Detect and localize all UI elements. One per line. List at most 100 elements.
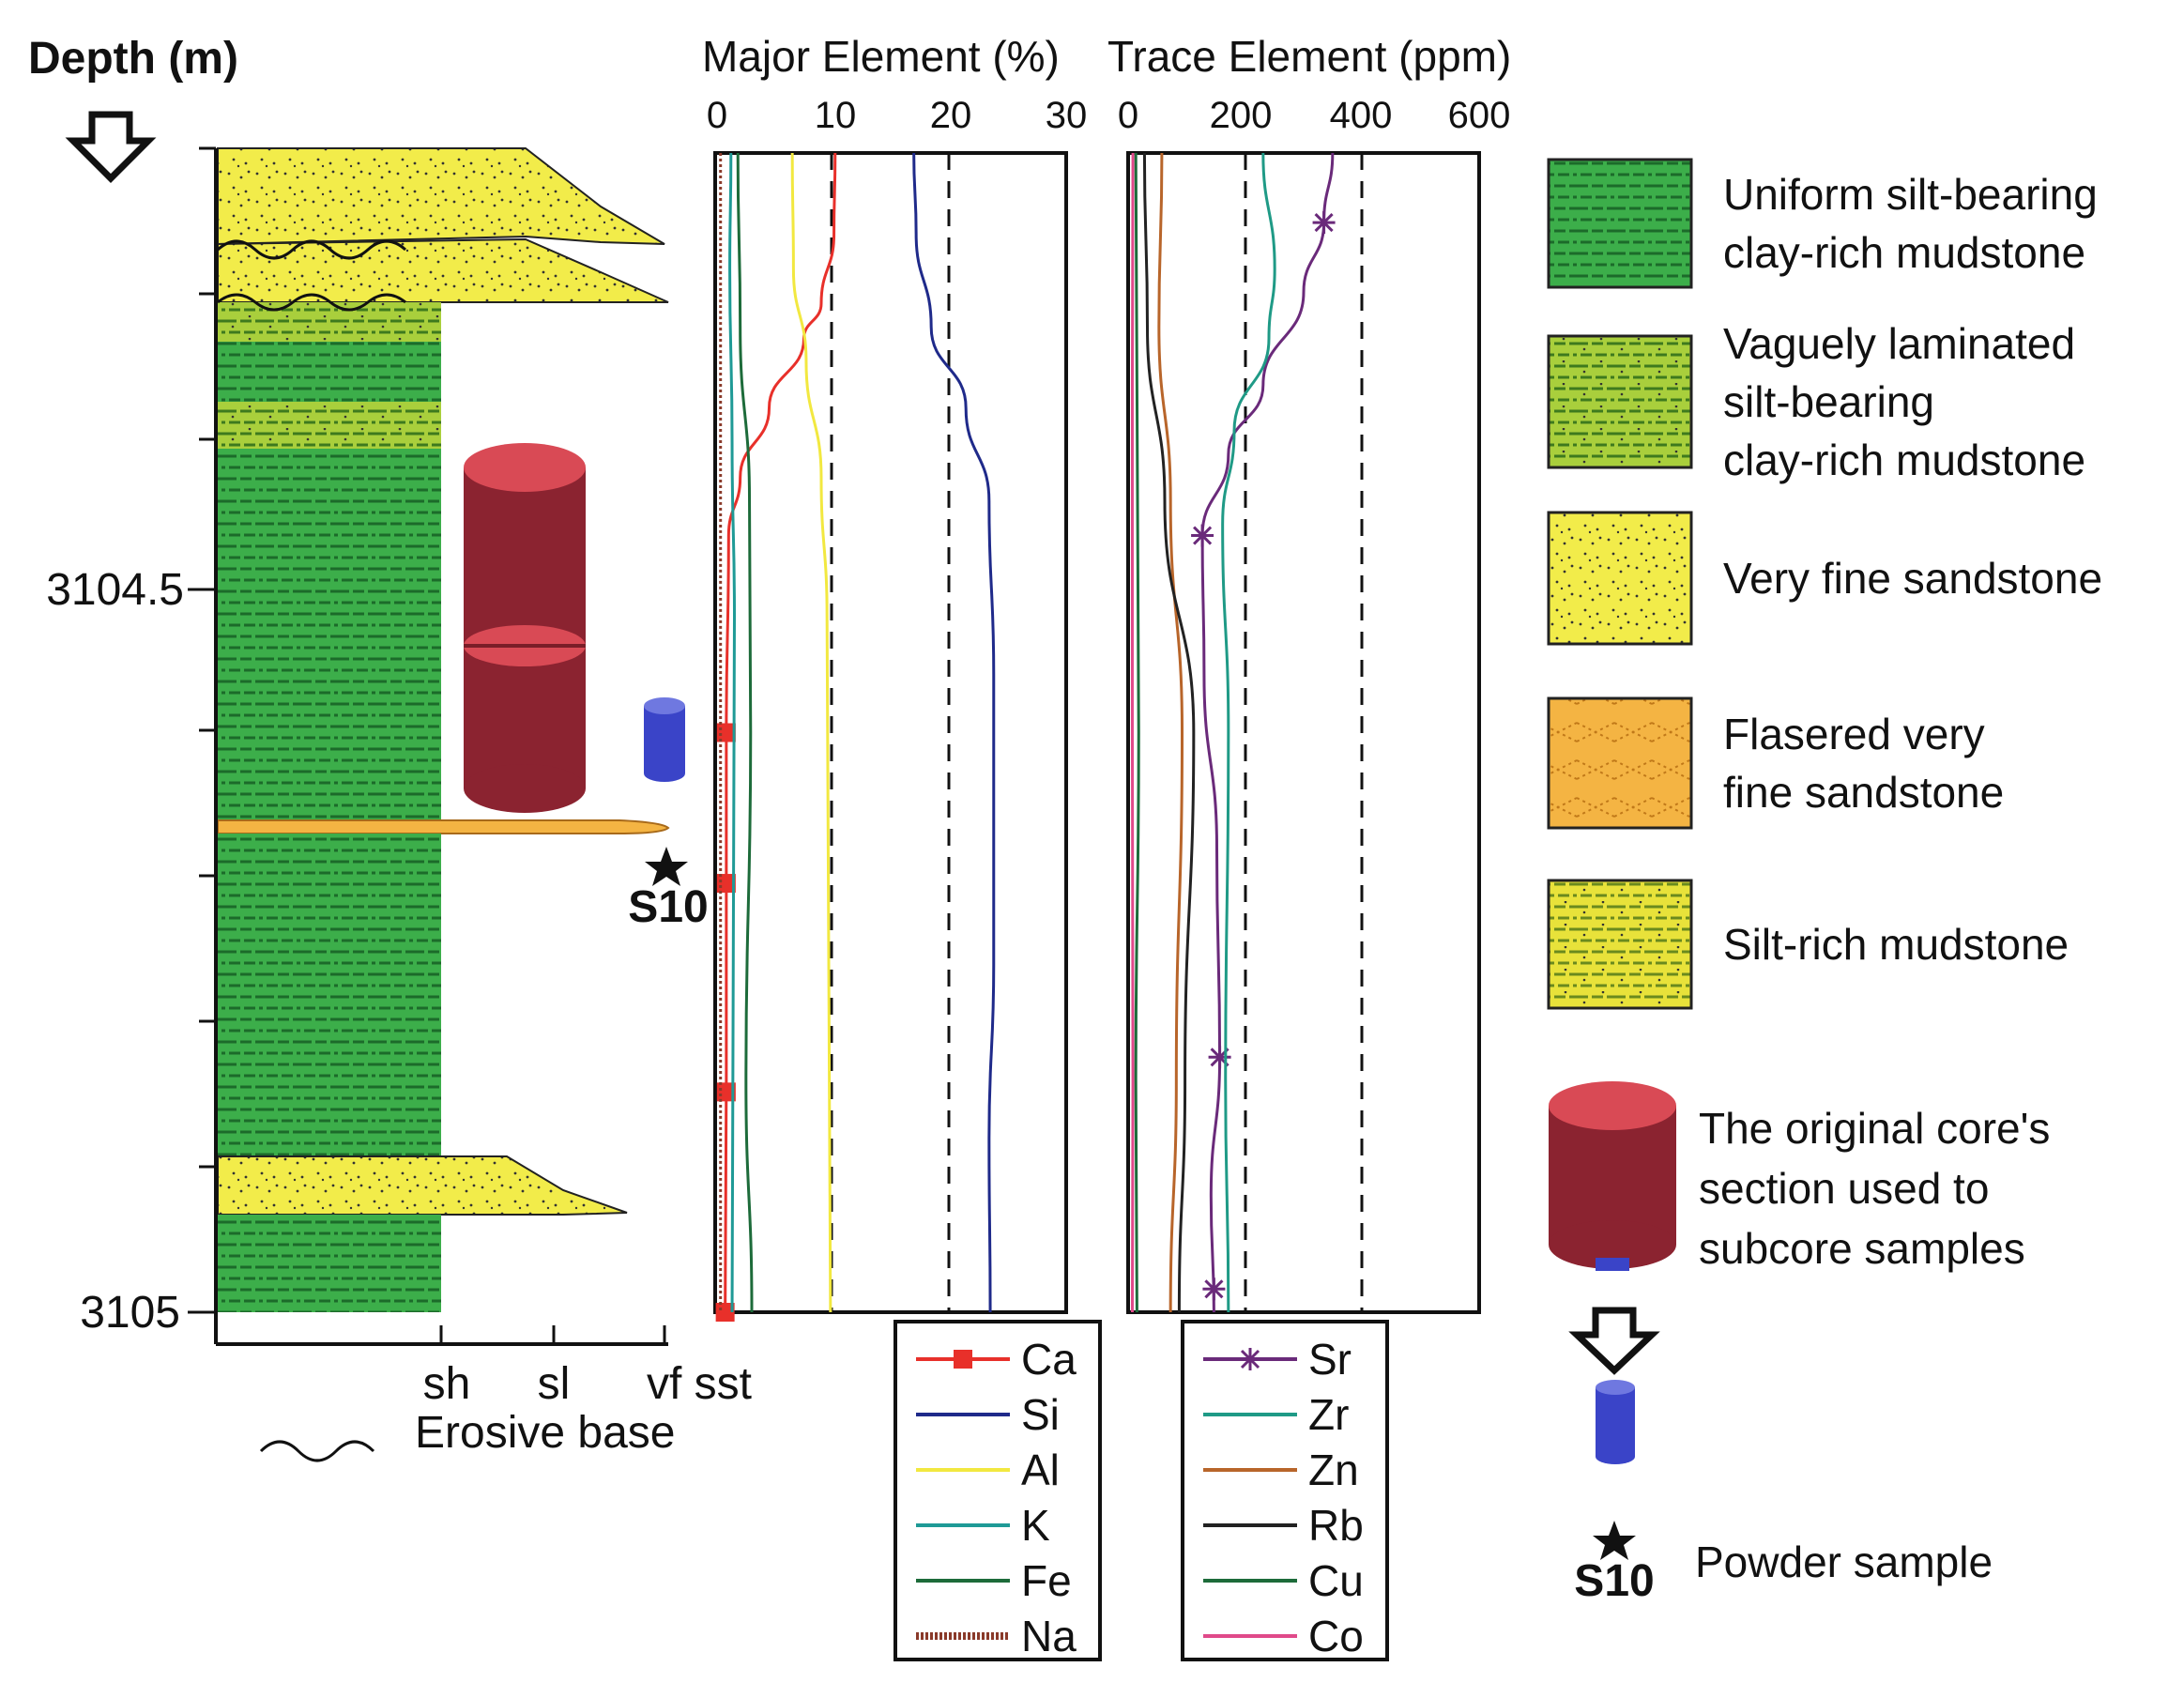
erosive-base-icon [259,1440,375,1462]
erosive-base-line-2 [217,293,406,312]
laminated-bed-2 [218,402,441,449]
flaser-lamina [217,819,670,834]
major-element-ticks: 0 10 20 30 [707,95,1087,136]
lithology-swatch-lam [1547,334,1693,469]
series-line-zr [1221,152,1276,1313]
mudstone-bed-3 [218,834,441,1156]
series-line-rb [1142,152,1196,1313]
legend-label-rb: Rb [1308,1501,1364,1550]
grain-size-label: sh [423,1359,471,1409]
legend-label-si: Si [1021,1390,1060,1439]
major-element-series [715,152,996,1322]
laminated-bed-1 [218,302,441,342]
mudstone-bed-4 [218,1215,441,1312]
powder-legend-label: Powder sample [1695,1537,1993,1586]
legend-label-co: Co [1308,1612,1364,1660]
mudstone-bed-2 [218,449,441,824]
core-legend: The original core's section used to subc… [1549,1081,2050,1464]
powder-legend: S10 Powder sample [1574,1521,1993,1606]
series-marker-sr [1208,1046,1231,1069]
grain-size-label: sl [538,1359,571,1409]
depth-axis: 3104.5 3105 sh sl vf sst [46,146,752,1409]
lithology-label: clay-rich mudstone [1723,228,2085,277]
legend-label-k: K [1021,1501,1050,1550]
lithology-column [216,147,670,1312]
major-element-title: Major Element (%) [702,32,1060,81]
trace-tick-label: 200 [1210,95,1273,136]
major-tick-label: 10 [815,95,857,136]
legend-marker-ca [954,1350,972,1369]
series-marker-ca [716,874,736,894]
lithology-swatch-silt [1547,879,1693,1010]
sand-bed-top-2 [217,237,669,303]
series-line-zn [1157,152,1184,1313]
series-line-co [1130,152,1135,1313]
trace-element-ticks: 0 200 400 600 [1118,95,1511,136]
series-marker-sr [1312,211,1336,235]
lithology-label: fine sandstone [1723,768,2004,817]
core-legend-label: subcore samples [1699,1224,2025,1273]
lithology-swatch-sand [1547,511,1693,646]
core-legend-label: The original core's [1699,1104,2050,1153]
series-line-cu [1134,152,1140,1313]
legend-label-ca: Ca [1021,1335,1077,1384]
series-line-sr [1200,152,1335,1313]
series-marker-sr [1202,1277,1226,1301]
subcore-sample [644,697,685,782]
depth-tick-label: 3104.5 [46,565,184,615]
trace-element-series [1130,152,1336,1313]
series-line-k [728,152,737,1313]
legend-label-zr: Zr [1308,1390,1349,1439]
core-section [464,443,586,813]
sand-bed-top [217,147,665,246]
down-arrow-icon [65,111,157,183]
major-element-plot-frame [713,151,1068,1314]
depth-tick-label: 3105 [80,1288,180,1338]
series-line-si [912,152,996,1313]
major-tick-label: 30 [1046,95,1088,136]
legend-label-na: Na [1021,1612,1077,1660]
legend-label-cu: Cu [1308,1556,1364,1605]
powder-sample-star-icon [1593,1521,1636,1560]
lithology-label: Very fine sandstone [1723,554,2102,603]
subcore-legend-icon [1596,1387,1635,1457]
down-arrow-icon [1568,1307,1660,1375]
lithology-label: Vaguely laminated [1723,319,2075,368]
trace-tick-label: 600 [1448,95,1511,136]
series-line-ca [724,152,837,1313]
lithology-label: clay-rich mudstone [1723,436,2085,484]
major-tick-label: 0 [707,95,727,136]
legend-label-zn: Zn [1308,1446,1359,1494]
major-tick-label: 20 [930,95,972,136]
trace-element-plot-frame [1126,151,1481,1314]
core-legend-label: section used to [1699,1164,1989,1213]
trace-tick-label: 0 [1118,95,1138,136]
erosive-base-line-1 [216,239,407,260]
legend-label-fe: Fe [1021,1556,1072,1605]
trace-element-title: Trace Element (ppm) [1107,32,1511,81]
series-marker-ca [716,1082,736,1102]
powder-sample-star-icon [645,847,688,886]
series-line-fe [736,152,754,1313]
erosive-base-label: Erosive base [415,1408,675,1458]
sample-label: S10 [628,882,708,932]
trace-tick-label: 400 [1330,95,1393,136]
legend-marker-sr [1239,1348,1261,1370]
lithology-swatch-mud [1547,158,1693,289]
lithology-label: silt-bearing [1723,377,1934,426]
lithology-swatch-flaser [1547,696,1693,830]
mudstone-bed-1 [218,342,441,402]
lithology-label: Flasered very [1723,710,1985,758]
lithology-label: Uniform silt-bearing [1723,170,2098,219]
legend-label-al: Al [1021,1446,1060,1494]
lithology-label: Silt-rich mudstone [1723,920,2069,969]
legend-label-sr: Sr [1308,1335,1352,1384]
depth-axis-title: Depth (m) [28,34,238,84]
series-marker-sr [1191,524,1214,547]
series-line-al [790,152,832,1313]
powder-legend-sample: S10 [1574,1556,1654,1606]
